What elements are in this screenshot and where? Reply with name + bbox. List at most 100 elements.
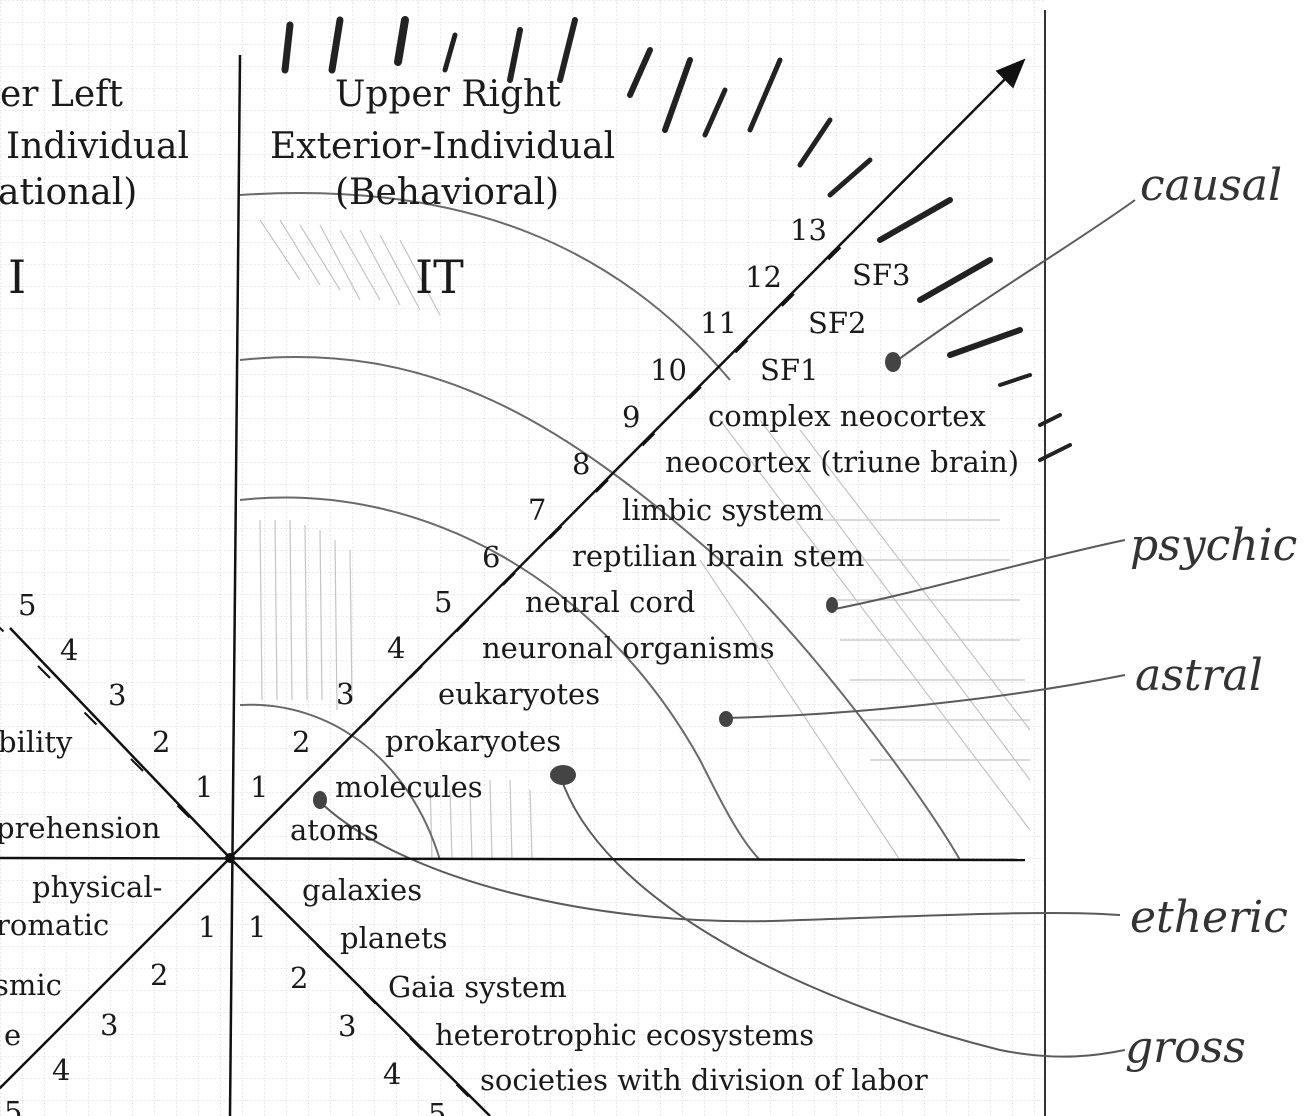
lr-num: 5 bbox=[428, 1097, 446, 1116]
lr-num: 2 bbox=[290, 961, 308, 995]
ul-axis-numbers: 1 2 3 4 5 bbox=[18, 588, 213, 804]
ur-label: SF1 bbox=[760, 353, 818, 387]
lr-tick bbox=[409, 1037, 423, 1051]
ur-num: 12 bbox=[745, 260, 782, 294]
lr-num: 3 bbox=[338, 1009, 356, 1043]
ul-num: 1 bbox=[195, 770, 213, 804]
ur-label: reptilian brain stem bbox=[572, 539, 864, 573]
ur-num: 6 bbox=[482, 540, 500, 574]
annotation-etheric: etheric bbox=[1130, 892, 1288, 943]
ll-num: 2 bbox=[150, 958, 168, 992]
ur-paren: (Behavioral) bbox=[335, 172, 559, 213]
ur-label: prokaryotes bbox=[385, 724, 561, 758]
horizontal-axis bbox=[0, 856, 1026, 862]
ur-num: 4 bbox=[387, 631, 405, 665]
ll-label-physical: physical- bbox=[32, 870, 162, 904]
ur-tick bbox=[641, 432, 656, 447]
ll-tick bbox=[176, 897, 191, 912]
ll-label-romatic: romatic bbox=[0, 908, 109, 942]
ll-axis-numbers: 1 2 3 4 5 bbox=[4, 910, 216, 1116]
lr-tick bbox=[316, 944, 330, 958]
ur-tick bbox=[595, 479, 609, 493]
ul-label-prehension: prehension bbox=[0, 811, 160, 845]
ur-tick bbox=[502, 572, 516, 586]
lr-num: 4 bbox=[383, 1057, 401, 1091]
ur-label: SF3 bbox=[852, 258, 910, 292]
ur-tick bbox=[269, 804, 284, 819]
ur-level-labels: atoms molecules prokaryotes eukaryotes n… bbox=[290, 258, 1019, 847]
upper-left-axis bbox=[9, 627, 231, 859]
ur-label: complex neocortex bbox=[708, 399, 986, 433]
graph-paper bbox=[0, 0, 1045, 1116]
ur-num: 9 bbox=[622, 400, 640, 434]
ur-num: 5 bbox=[434, 585, 452, 619]
lr-tick bbox=[455, 1083, 470, 1098]
annotation-causal: causal bbox=[1140, 160, 1282, 211]
ul-num: 4 bbox=[60, 633, 78, 667]
ur-tick bbox=[316, 758, 330, 772]
ur-label: eukaryotes bbox=[438, 677, 600, 711]
marker-strokes bbox=[281, 16, 1072, 462]
ur-tick bbox=[409, 665, 423, 679]
ll-num: 5 bbox=[4, 1095, 22, 1116]
ur-num: 2 bbox=[292, 725, 310, 759]
ul-label-bility: bility bbox=[0, 725, 73, 759]
ur-tick bbox=[455, 618, 470, 633]
ll-tick bbox=[37, 1037, 51, 1051]
lr-level-labels: galaxies planets Gaia system heterotroph… bbox=[302, 873, 928, 1097]
upper-right-axis bbox=[229, 58, 1026, 859]
tick-marks bbox=[0, 246, 842, 1098]
ur-level-numbers: 1 2 3 4 5 6 7 8 9 10 11 12 13 bbox=[250, 213, 827, 804]
ur-letter: IT bbox=[415, 250, 464, 304]
ur-num: 3 bbox=[336, 677, 354, 711]
ll-num: 3 bbox=[100, 1008, 118, 1042]
annotation-gross: gross bbox=[1125, 1022, 1246, 1073]
ur-tick bbox=[827, 246, 842, 261]
ur-label: neural cord bbox=[525, 585, 695, 619]
ul-num: 5 bbox=[18, 588, 36, 622]
ur-tick bbox=[781, 293, 795, 307]
ur-tick bbox=[548, 525, 563, 540]
ul-num: 3 bbox=[108, 678, 126, 712]
ll-tick bbox=[130, 944, 144, 958]
ul-tick bbox=[83, 711, 98, 726]
lr-label: heterotrophic ecosystems bbox=[435, 1018, 814, 1052]
ur-label: atoms bbox=[290, 813, 379, 847]
ur-label: neuronal organisms bbox=[482, 631, 775, 665]
ur-label: molecules bbox=[335, 770, 483, 804]
ul-letter: I bbox=[8, 250, 26, 304]
ur-label: limbic system bbox=[622, 493, 824, 527]
ur-label: SF2 bbox=[808, 306, 866, 340]
lr-tick bbox=[269, 897, 284, 912]
ul-tick bbox=[130, 758, 144, 772]
ul-tick bbox=[176, 804, 191, 819]
upper-right-header: Upper Right Exterior-Individual (Behavio… bbox=[270, 74, 615, 304]
lr-label: galaxies bbox=[302, 873, 422, 907]
ul-tick bbox=[37, 665, 51, 679]
annotation-psychic: psychic bbox=[1130, 520, 1297, 571]
ll-num: 4 bbox=[52, 1053, 70, 1087]
pencil-shading bbox=[259, 219, 1031, 861]
ll-num: 1 bbox=[198, 910, 216, 944]
ul-subtitle: Individual bbox=[6, 126, 189, 167]
ur-num: 11 bbox=[700, 306, 737, 340]
ll-label-smic: smic bbox=[0, 968, 62, 1002]
ur-subtitle: Exterior-Individual bbox=[270, 126, 615, 167]
upper-left-header: er Left Individual ational) I bbox=[0, 74, 189, 304]
ll-tick bbox=[83, 990, 98, 1005]
ur-tick bbox=[688, 386, 702, 400]
lr-level-numbers: 1 2 3 4 5 bbox=[248, 910, 446, 1116]
annotation-dots bbox=[313, 352, 901, 809]
ul-paren: ational) bbox=[0, 172, 137, 213]
ur-num: 13 bbox=[790, 213, 827, 247]
ll-label-e: e bbox=[4, 1018, 21, 1052]
lr-tick bbox=[362, 990, 377, 1005]
lr-num: 1 bbox=[248, 910, 266, 944]
annotation-astral: astral bbox=[1135, 650, 1263, 701]
lr-label: planets bbox=[340, 921, 448, 955]
ur-title: Upper Right bbox=[335, 74, 561, 115]
lr-label: societies with division of labor bbox=[480, 1063, 928, 1097]
ul-title: er Left bbox=[0, 74, 123, 115]
level-arcs bbox=[239, 192, 961, 861]
